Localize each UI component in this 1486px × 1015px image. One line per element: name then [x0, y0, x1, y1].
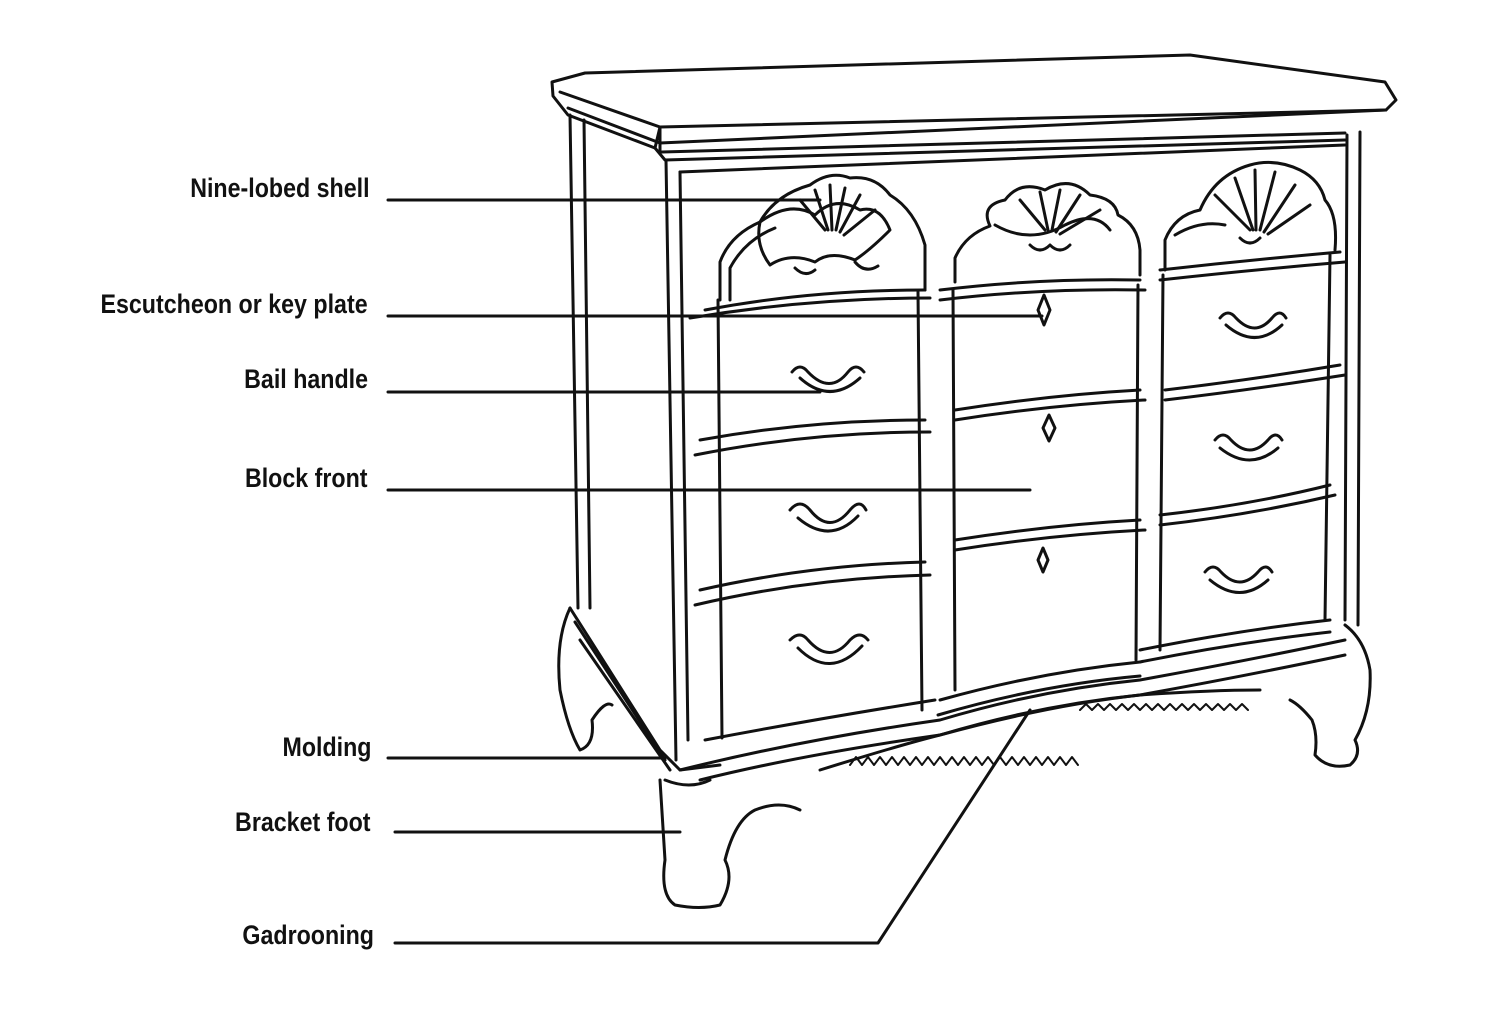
case-side — [568, 113, 1362, 762]
left-block — [688, 173, 937, 742]
right-block — [1138, 160, 1347, 664]
label-bail-handle: Bail handle — [244, 364, 368, 394]
label-nine-lobed-shell: Nine-lobed shell — [190, 173, 370, 203]
label-gadrooning: Gadrooning — [242, 920, 374, 950]
label-bracket-foot: Bracket foot — [235, 807, 371, 837]
bracket-feet — [557, 606, 1372, 909]
base-molding — [568, 606, 1347, 782]
label-escutcheon: Escutcheon or key plate — [100, 289, 368, 319]
label-block-front: Block front — [245, 463, 368, 493]
center-block — [936, 182, 1147, 717]
top-board — [550, 53, 1398, 162]
leader-gadrooning — [393, 708, 1032, 945]
label-molding: Molding — [282, 732, 371, 762]
bail-handles — [788, 311, 1288, 665]
leader-lines — [386, 198, 1044, 945]
